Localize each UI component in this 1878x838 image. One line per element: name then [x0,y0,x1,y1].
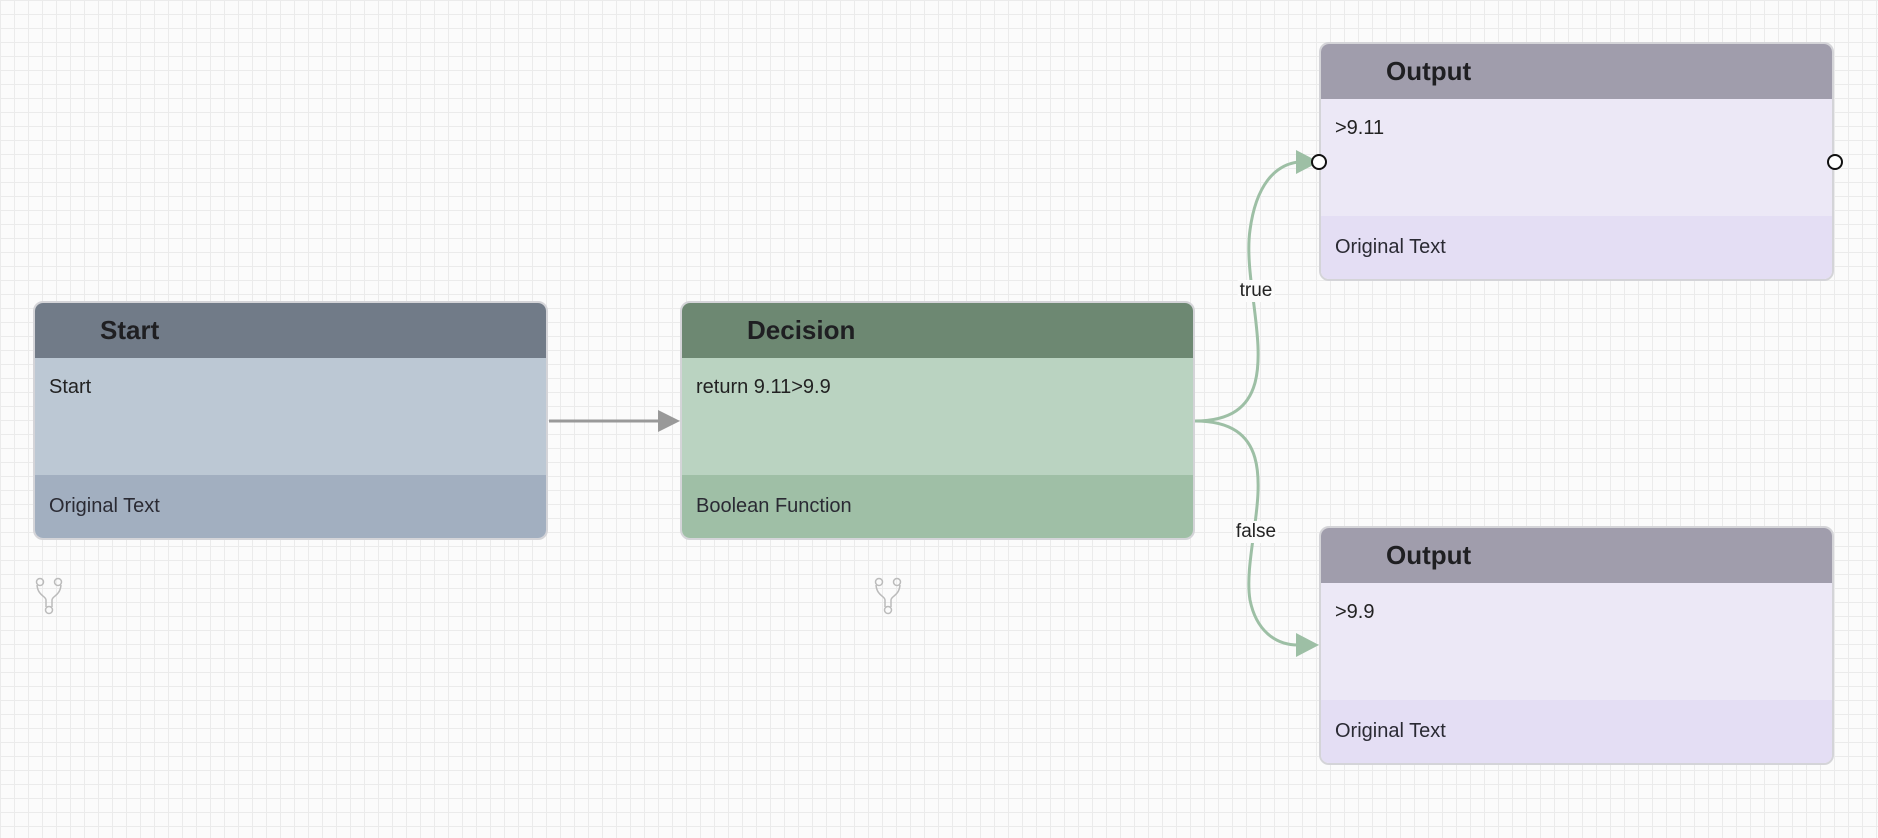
edge-true[interactable] [1194,160,1299,423]
fork-icon[interactable] [34,576,64,616]
node-decision[interactable]: Decision return 9.11>9.9 Boolean Functio… [680,301,1195,540]
node-body: >9.9 [1321,583,1832,700]
fork-icon[interactable] [873,576,903,616]
node-start[interactable]: Start Start Original Text [33,301,548,540]
node-output-true[interactable]: Output >9.11 Original Text [1319,42,1834,281]
node-title: Output [1321,44,1832,99]
node-title: Start [35,303,546,358]
node-body: >9.11 [1321,99,1832,216]
node-footer: Original Text [1321,700,1832,763]
node-title: Decision [682,303,1193,358]
edge-label-false: false [1233,521,1279,543]
node-body: Start [35,358,546,475]
edge-false-arrowhead [1296,633,1319,657]
node-body: return 9.11>9.9 [682,358,1193,475]
node-output-false[interactable]: Output >9.9 Original Text [1319,526,1834,765]
node-footer: Original Text [1321,216,1832,279]
edge-label-true: true [1237,280,1275,302]
edge-true-arrowhead [1296,150,1319,174]
node-title: Output [1321,528,1832,583]
input-port[interactable] [1311,154,1327,170]
output-port[interactable] [1827,154,1843,170]
edge-false[interactable] [1194,419,1299,647]
edge-start-arrowhead [658,410,680,432]
node-footer: Original Text [35,475,546,538]
node-footer: Boolean Function [682,475,1193,538]
